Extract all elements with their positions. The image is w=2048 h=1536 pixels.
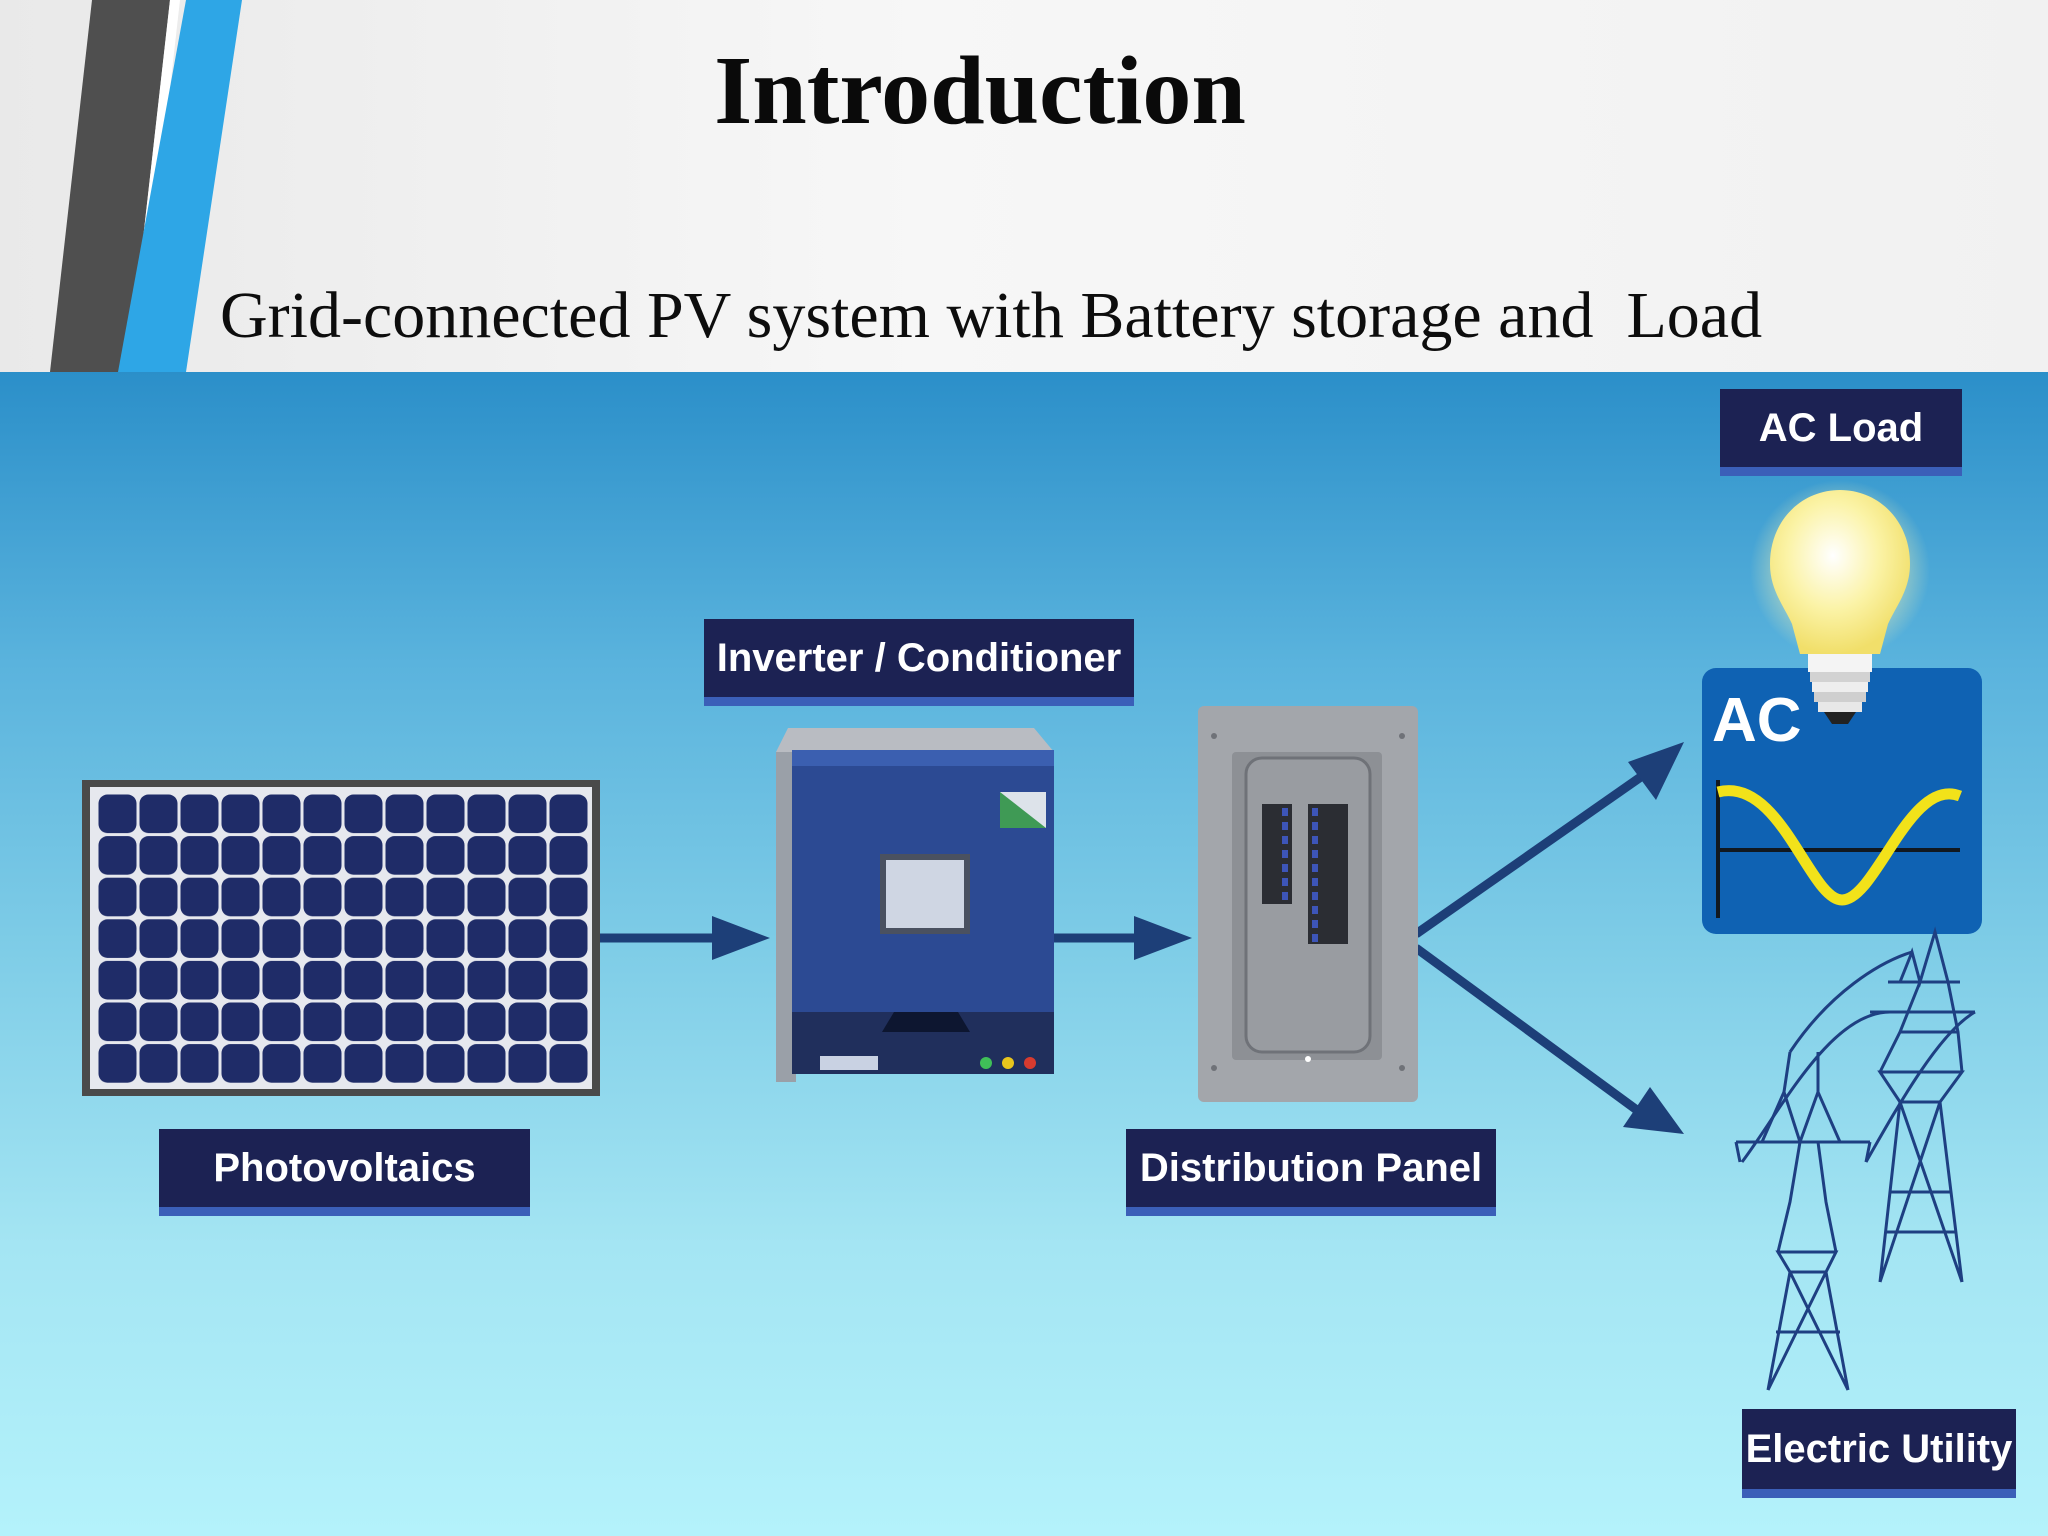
ac-badge-text: AC bbox=[1712, 686, 1802, 755]
label-photovoltaics: Photovoltaics bbox=[159, 1129, 530, 1207]
label-distribution-panel: Distribution Panel bbox=[1126, 1129, 1496, 1207]
solar-panel-icon bbox=[82, 780, 600, 1096]
distribution-panel-icon bbox=[1198, 706, 1418, 1102]
label-ac-load: AC Load bbox=[1720, 389, 1962, 467]
flow-arrows bbox=[598, 742, 1684, 1134]
power-transmission-tower-icon bbox=[1734, 926, 1976, 1391]
inverter-icon bbox=[776, 728, 1054, 1082]
label-inverter-conditioner: Inverter / Conditioner bbox=[704, 619, 1134, 697]
ac-sine-wave-icon bbox=[1702, 668, 1982, 934]
pv-system-diagram: Photovoltaics Inverter / Conditioner Dis… bbox=[0, 372, 2048, 1536]
decorative-stripes bbox=[50, 0, 242, 372]
slide-header: Introduction Grid-connected PV system wi… bbox=[0, 0, 2048, 372]
slide-subtitle: Grid-connected PV system with Battery st… bbox=[220, 279, 1763, 352]
light-bulb-icon bbox=[1750, 480, 1930, 724]
slide-title: Introduction bbox=[714, 37, 1246, 145]
label-electric-utility: Electric Utility bbox=[1742, 1409, 2016, 1489]
